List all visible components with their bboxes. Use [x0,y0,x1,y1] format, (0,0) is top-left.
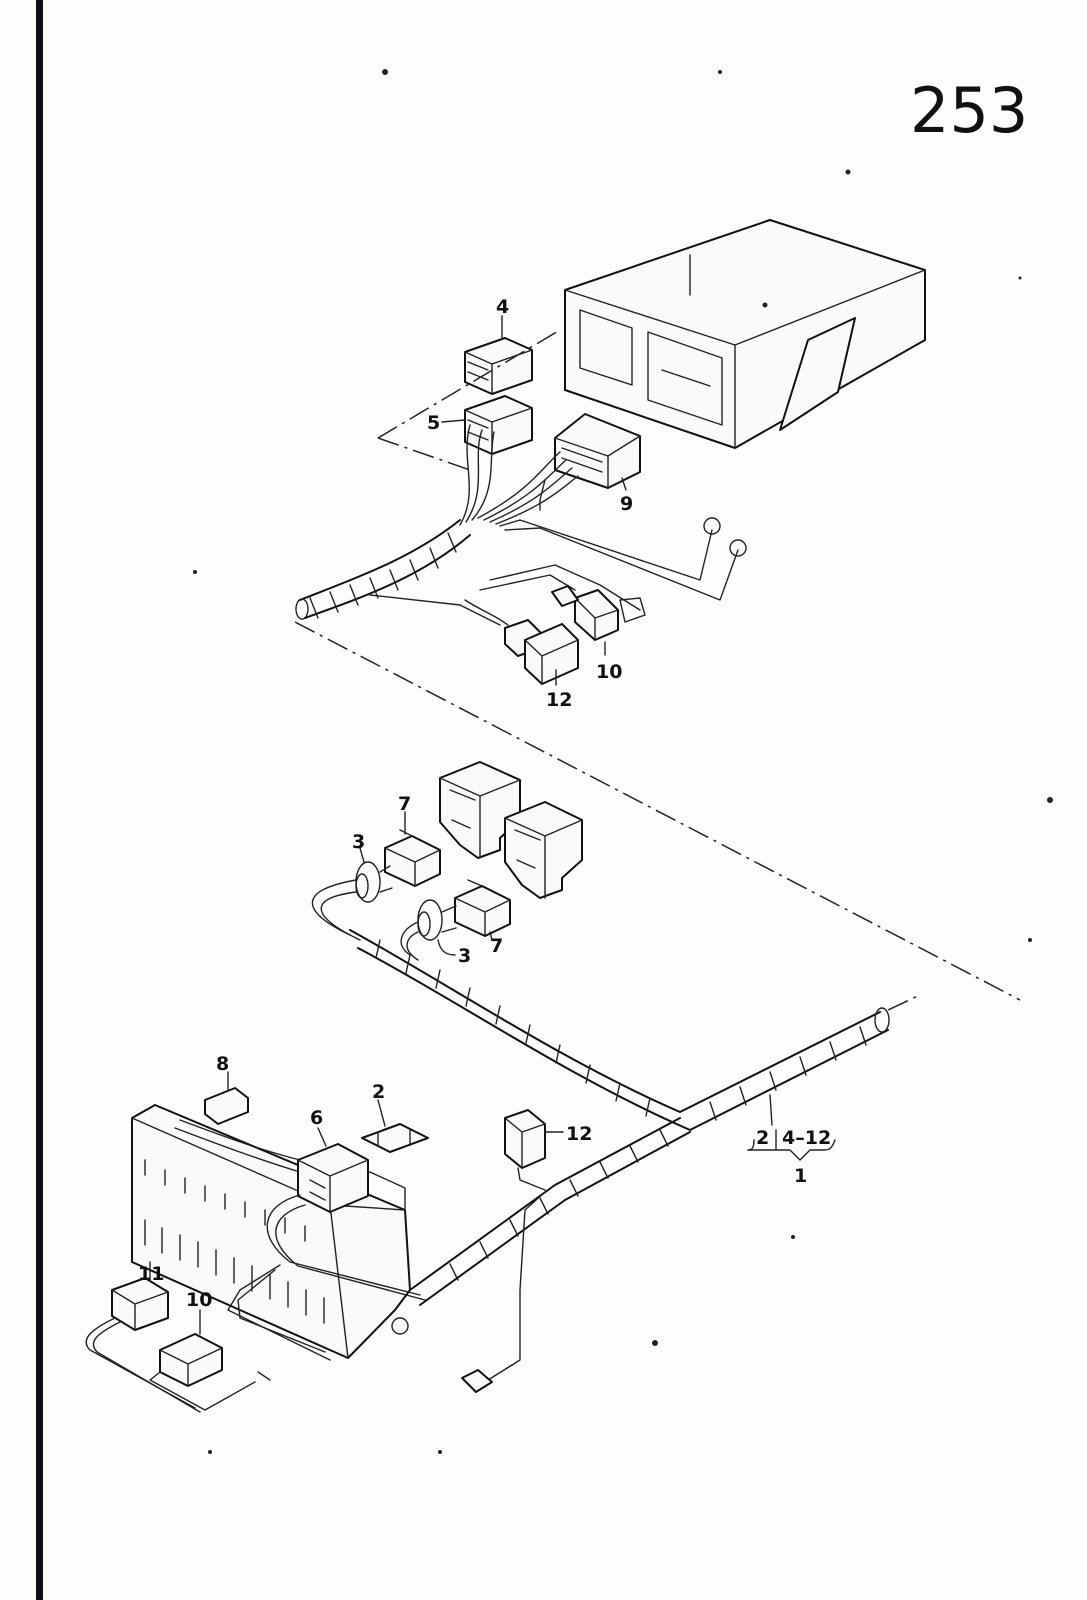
assembly-note-part-a: 2 [756,1127,769,1149]
connector-12-mid [504,1109,546,1191]
assembly-line-housing [377,329,561,439]
connector-11 [85,1261,201,1413]
relay-socket-left [439,761,521,859]
callout-4: 4 [496,296,509,318]
assembly-note-result: 1 [794,1165,807,1187]
mid-wire-loops [311,879,419,961]
connector-7-lower [454,879,511,937]
callout-11: 11 [138,1263,164,1285]
connector-8 [204,1071,249,1125]
leader-lines [359,315,836,1161]
fuse-relay-panel [131,1104,411,1359]
callout-12-upper: 12 [546,689,572,711]
callout-3-lower: 3 [458,945,471,967]
control-unit-housing [564,219,926,449]
ring-terminal-lower [461,1369,493,1393]
connector-7-upper [384,829,441,887]
connector-9 [554,413,641,489]
lower-spiral-harness [409,1117,691,1393]
callout-12-mid: 12 [566,1123,592,1145]
callout-6: 6 [310,1107,323,1129]
callout-10-lower: 10 [186,1289,212,1311]
callout-10-upper: 10 [596,661,622,683]
callout-8: 8 [216,1053,229,1075]
connector-10-lower [149,1309,271,1411]
main-spiral-harness [349,929,921,1131]
relay-socket-right [504,801,583,899]
assembly-line-housing-b [377,437,471,471]
callout-2: 2 [372,1081,385,1103]
upper-spiral-sleeve [295,519,471,620]
mounting-bracket [779,317,856,431]
connector-5 [464,395,533,455]
assembly-note-part-b: 4–12 [782,1127,831,1149]
binding-edge [36,0,43,1600]
callout-7-lower: 7 [490,935,503,957]
scan-specks [193,69,1053,1454]
callout-5: 5 [427,412,440,434]
page-number: 253 [910,74,1028,147]
grommets-3 [355,861,457,941]
bridge-2 [361,1099,429,1153]
callout-3-upper: 3 [352,831,365,853]
relay-6 [297,1127,369,1213]
connector-12-upper [464,599,579,686]
panel-wire-loop [227,1194,426,1361]
callout-7-upper: 7 [398,793,411,815]
connector-10-upper [369,564,646,656]
callout-9: 9 [620,493,633,515]
upper-wire-bundle [459,424,747,601]
assembly-line-upper [294,621,1021,1001]
